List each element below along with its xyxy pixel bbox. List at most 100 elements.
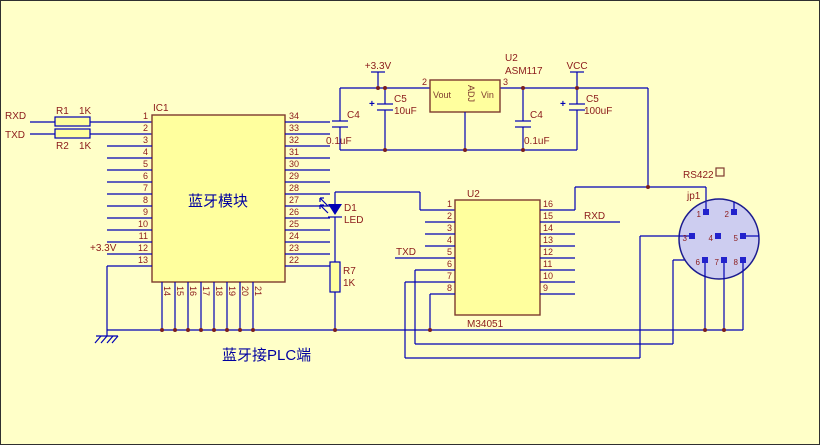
ic1-pin-number: 27 (289, 195, 299, 205)
ic1-pin-number: 31 (289, 147, 299, 157)
driver-body[interactable] (454, 199, 541, 316)
capacitor-c4b-symbol[interactable] (515, 88, 531, 150)
driver-pin-number: 3 (447, 223, 452, 233)
net-label-v33-rail: +3.3V (365, 61, 392, 72)
driver-pin-number: 1 (447, 199, 452, 209)
capacitor-c5b-symbol[interactable] (569, 88, 585, 150)
net-label-rxd-mid: RXD (584, 211, 605, 222)
regulator-part: ASM117 (505, 66, 543, 77)
regulator-vout-label: Vout (433, 90, 452, 100)
ic1-pin-number: 19 (227, 286, 237, 296)
ic1-pin-number: 29 (289, 171, 299, 181)
ic1-pin-number: 15 (175, 286, 185, 296)
ic1-pin-number: 24 (289, 231, 299, 241)
connector-pad (721, 257, 727, 263)
regulator-pin-number: 3 (503, 77, 508, 87)
resistor-r7-body[interactable] (329, 261, 341, 293)
regulator-adj-label: ADJ (466, 85, 476, 102)
resistor-r2-body[interactable] (54, 128, 91, 139)
net-label-v33-pin: +3.3V (90, 243, 117, 254)
driver-pin-number: 13 (543, 235, 553, 245)
ic1-pin-number: 25 (289, 219, 299, 229)
ic1-pin-number: 17 (201, 286, 211, 296)
ic1-pin-number: 22 (289, 255, 299, 265)
ic1-pin-number: 7 (143, 183, 148, 193)
ic1-pin-number: 3 (143, 135, 148, 145)
driver-pin-number: 7 (447, 271, 452, 281)
regulator-body[interactable] (429, 79, 501, 113)
capacitor-c5b-ref: C5 (586, 94, 599, 105)
ic1-pin-number: 21 (253, 286, 263, 296)
resistor-r2-ref: R2 (56, 141, 69, 152)
resistor-r1-body[interactable] (54, 116, 91, 127)
capacitor-c5a-value: 10uF (394, 106, 417, 117)
capacitor-c5b-value: 100uF (584, 106, 612, 117)
diode-d1-value: LED (344, 215, 363, 226)
net-label-txd-mid: TXD (396, 247, 416, 258)
driver-pin-number: 2 (447, 211, 452, 221)
connector-pad (740, 257, 746, 263)
driver-pin-number: 15 (543, 211, 553, 221)
driver-pin-number: 5 (447, 247, 452, 257)
ic1-body[interactable] (151, 114, 286, 283)
ic1-pin-number: 1 (143, 111, 148, 121)
connector-pin-number: 4 (709, 234, 714, 243)
connector-pad (702, 257, 708, 263)
ic1-pin-number: 6 (143, 171, 148, 181)
regulator-vin-label: Vin (481, 90, 494, 100)
capacitor-c4b-value: 0.1uF (524, 136, 550, 147)
connector-pin-number: 1 (697, 210, 702, 219)
connector-pin-number: 6 (696, 258, 701, 267)
driver-pin-number: 8 (447, 283, 452, 293)
capacitor-c5a-ref: C5 (394, 94, 407, 105)
driver-pin-number: 14 (543, 223, 553, 233)
connector-pad (715, 233, 721, 239)
connector-pin-number: 8 (734, 258, 739, 267)
ic1-pin-number: 10 (138, 219, 148, 229)
ic1-pin-number: 13 (138, 255, 148, 265)
driver-pin-number: 11 (543, 259, 552, 269)
ic1-pin-number: 28 (289, 183, 299, 193)
ic1-pin-number: 14 (162, 286, 172, 296)
connector-pad (731, 209, 737, 215)
junction-dots (160, 86, 726, 332)
ic1-pin-number: 18 (214, 286, 224, 296)
resistor-r2-value: 1K (79, 141, 92, 152)
ic1-pin-number: 34 (289, 111, 299, 121)
connector-pad (703, 209, 709, 215)
driver-pin-number: 12 (543, 247, 553, 257)
connector-pin-number: 2 (725, 210, 730, 219)
capacitor-c4a-value: 0.1uF (326, 136, 352, 147)
driver-pin-number: 16 (543, 199, 553, 209)
ic1-pin-number: 16 (188, 286, 198, 296)
sheet-caption: 蓝牙接PLC端 (222, 347, 311, 364)
capacitor-c5a-plus: + (369, 99, 375, 110)
ic1-pin-number: 8 (143, 195, 148, 205)
connector-pin-number: 5 (734, 234, 739, 243)
capacitor-c4a-symbol[interactable] (332, 88, 348, 150)
capacitor-c5a-symbol[interactable] (377, 88, 393, 150)
driver-part: M34051 (467, 319, 504, 330)
capacitor-c5b-plus: + (560, 99, 566, 110)
ic1-pin-number: 12 (138, 243, 148, 253)
rs422-port-glyph (715, 167, 725, 177)
ic1-pin-number: 2 (143, 123, 148, 133)
driver-pin-number: 6 (447, 259, 452, 269)
net-label-txd: TXD (5, 130, 25, 141)
ic1-pin-number: 33 (289, 123, 299, 133)
driver-pin-number: 4 (447, 235, 452, 245)
connector-pin-number: 7 (715, 258, 720, 267)
ic1-pin-number: 30 (289, 159, 299, 169)
ic1-pin-number: 5 (143, 159, 148, 169)
resistor-r1-ref: R1 (56, 106, 69, 117)
ic1-pin-number: 32 (289, 135, 299, 145)
connector-title: RS422 (683, 170, 714, 181)
ground-symbol (94, 330, 119, 344)
ic1-name: 蓝牙模块 (188, 193, 248, 210)
connector-pin-number: 3 (683, 234, 688, 243)
regulator-ref: U2 (505, 53, 518, 64)
led-d1-symbol[interactable] (319, 197, 342, 218)
ic1-pin-number: 20 (240, 286, 250, 296)
